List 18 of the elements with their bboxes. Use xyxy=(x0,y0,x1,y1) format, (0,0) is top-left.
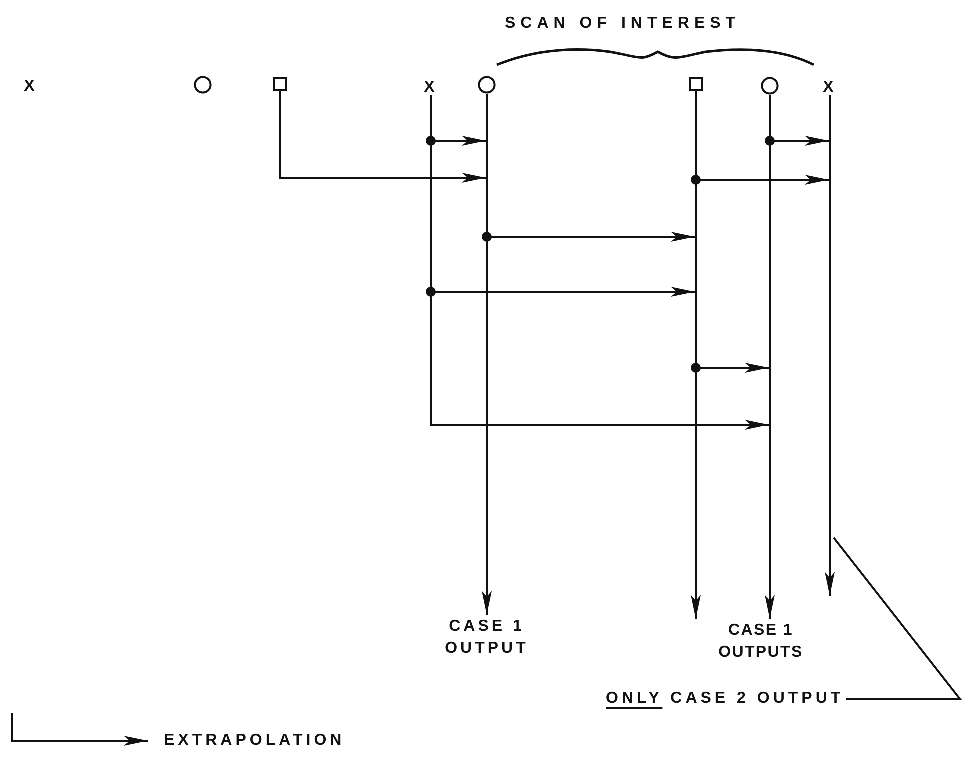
point-label: X xyxy=(23,76,39,94)
arrow xyxy=(279,91,486,183)
legend-label: EXTRAPOLATION xyxy=(164,732,346,750)
output-label: CASE 1 OUTPUT xyxy=(420,616,554,660)
leader-line xyxy=(833,537,962,700)
circle-marker xyxy=(478,76,496,94)
circle-marker xyxy=(761,77,779,95)
point-label: X xyxy=(822,77,838,95)
output-label: CASE 1 OUTPUTS xyxy=(706,620,816,664)
arrow xyxy=(482,94,492,615)
brace-label: SCAN OF INTEREST xyxy=(505,15,741,33)
arrow xyxy=(825,95,835,596)
square-marker xyxy=(689,77,703,91)
circle-marker xyxy=(194,76,212,94)
output-label: ONLY CASE 2 OUTPUT xyxy=(606,688,844,710)
square-marker xyxy=(273,77,287,91)
arrow xyxy=(691,91,701,619)
point-label: X xyxy=(423,77,439,95)
